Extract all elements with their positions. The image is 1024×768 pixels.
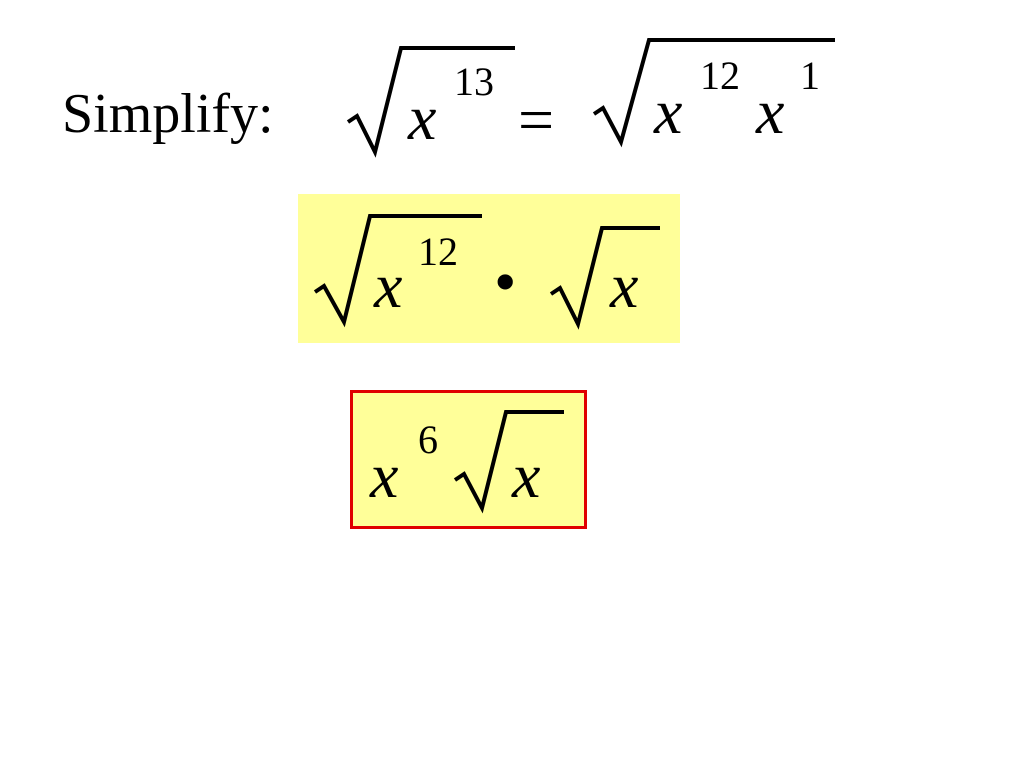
radical-sign-answer xyxy=(453,410,564,514)
answer-base-2: x xyxy=(512,440,541,511)
step-exponent-1: 12 xyxy=(418,229,458,274)
answer-base-1: x xyxy=(370,440,399,511)
lhs-exponent: 13 xyxy=(454,59,494,104)
radical-sign-step-2 xyxy=(549,226,660,330)
answer-exponent-1: 6 xyxy=(418,417,438,462)
multiplication-dot: • xyxy=(494,246,517,317)
radical-sign-step-1 xyxy=(313,214,482,328)
rhs-base-1: x xyxy=(654,76,683,147)
prompt-label: Simplify: xyxy=(62,83,274,145)
rhs-exponent-2: 1 xyxy=(800,53,820,98)
rhs-base-2: x xyxy=(756,76,785,147)
step-base-1: x xyxy=(374,250,403,321)
step-base-2: x xyxy=(610,250,639,321)
radical-sign-rhs xyxy=(592,38,835,148)
intermediate-step-box xyxy=(298,194,680,343)
radical-sign-lhs xyxy=(346,46,515,158)
lhs-base: x xyxy=(408,82,437,153)
equals-sign: = xyxy=(518,84,555,155)
rhs-exponent-1: 12 xyxy=(700,53,740,98)
